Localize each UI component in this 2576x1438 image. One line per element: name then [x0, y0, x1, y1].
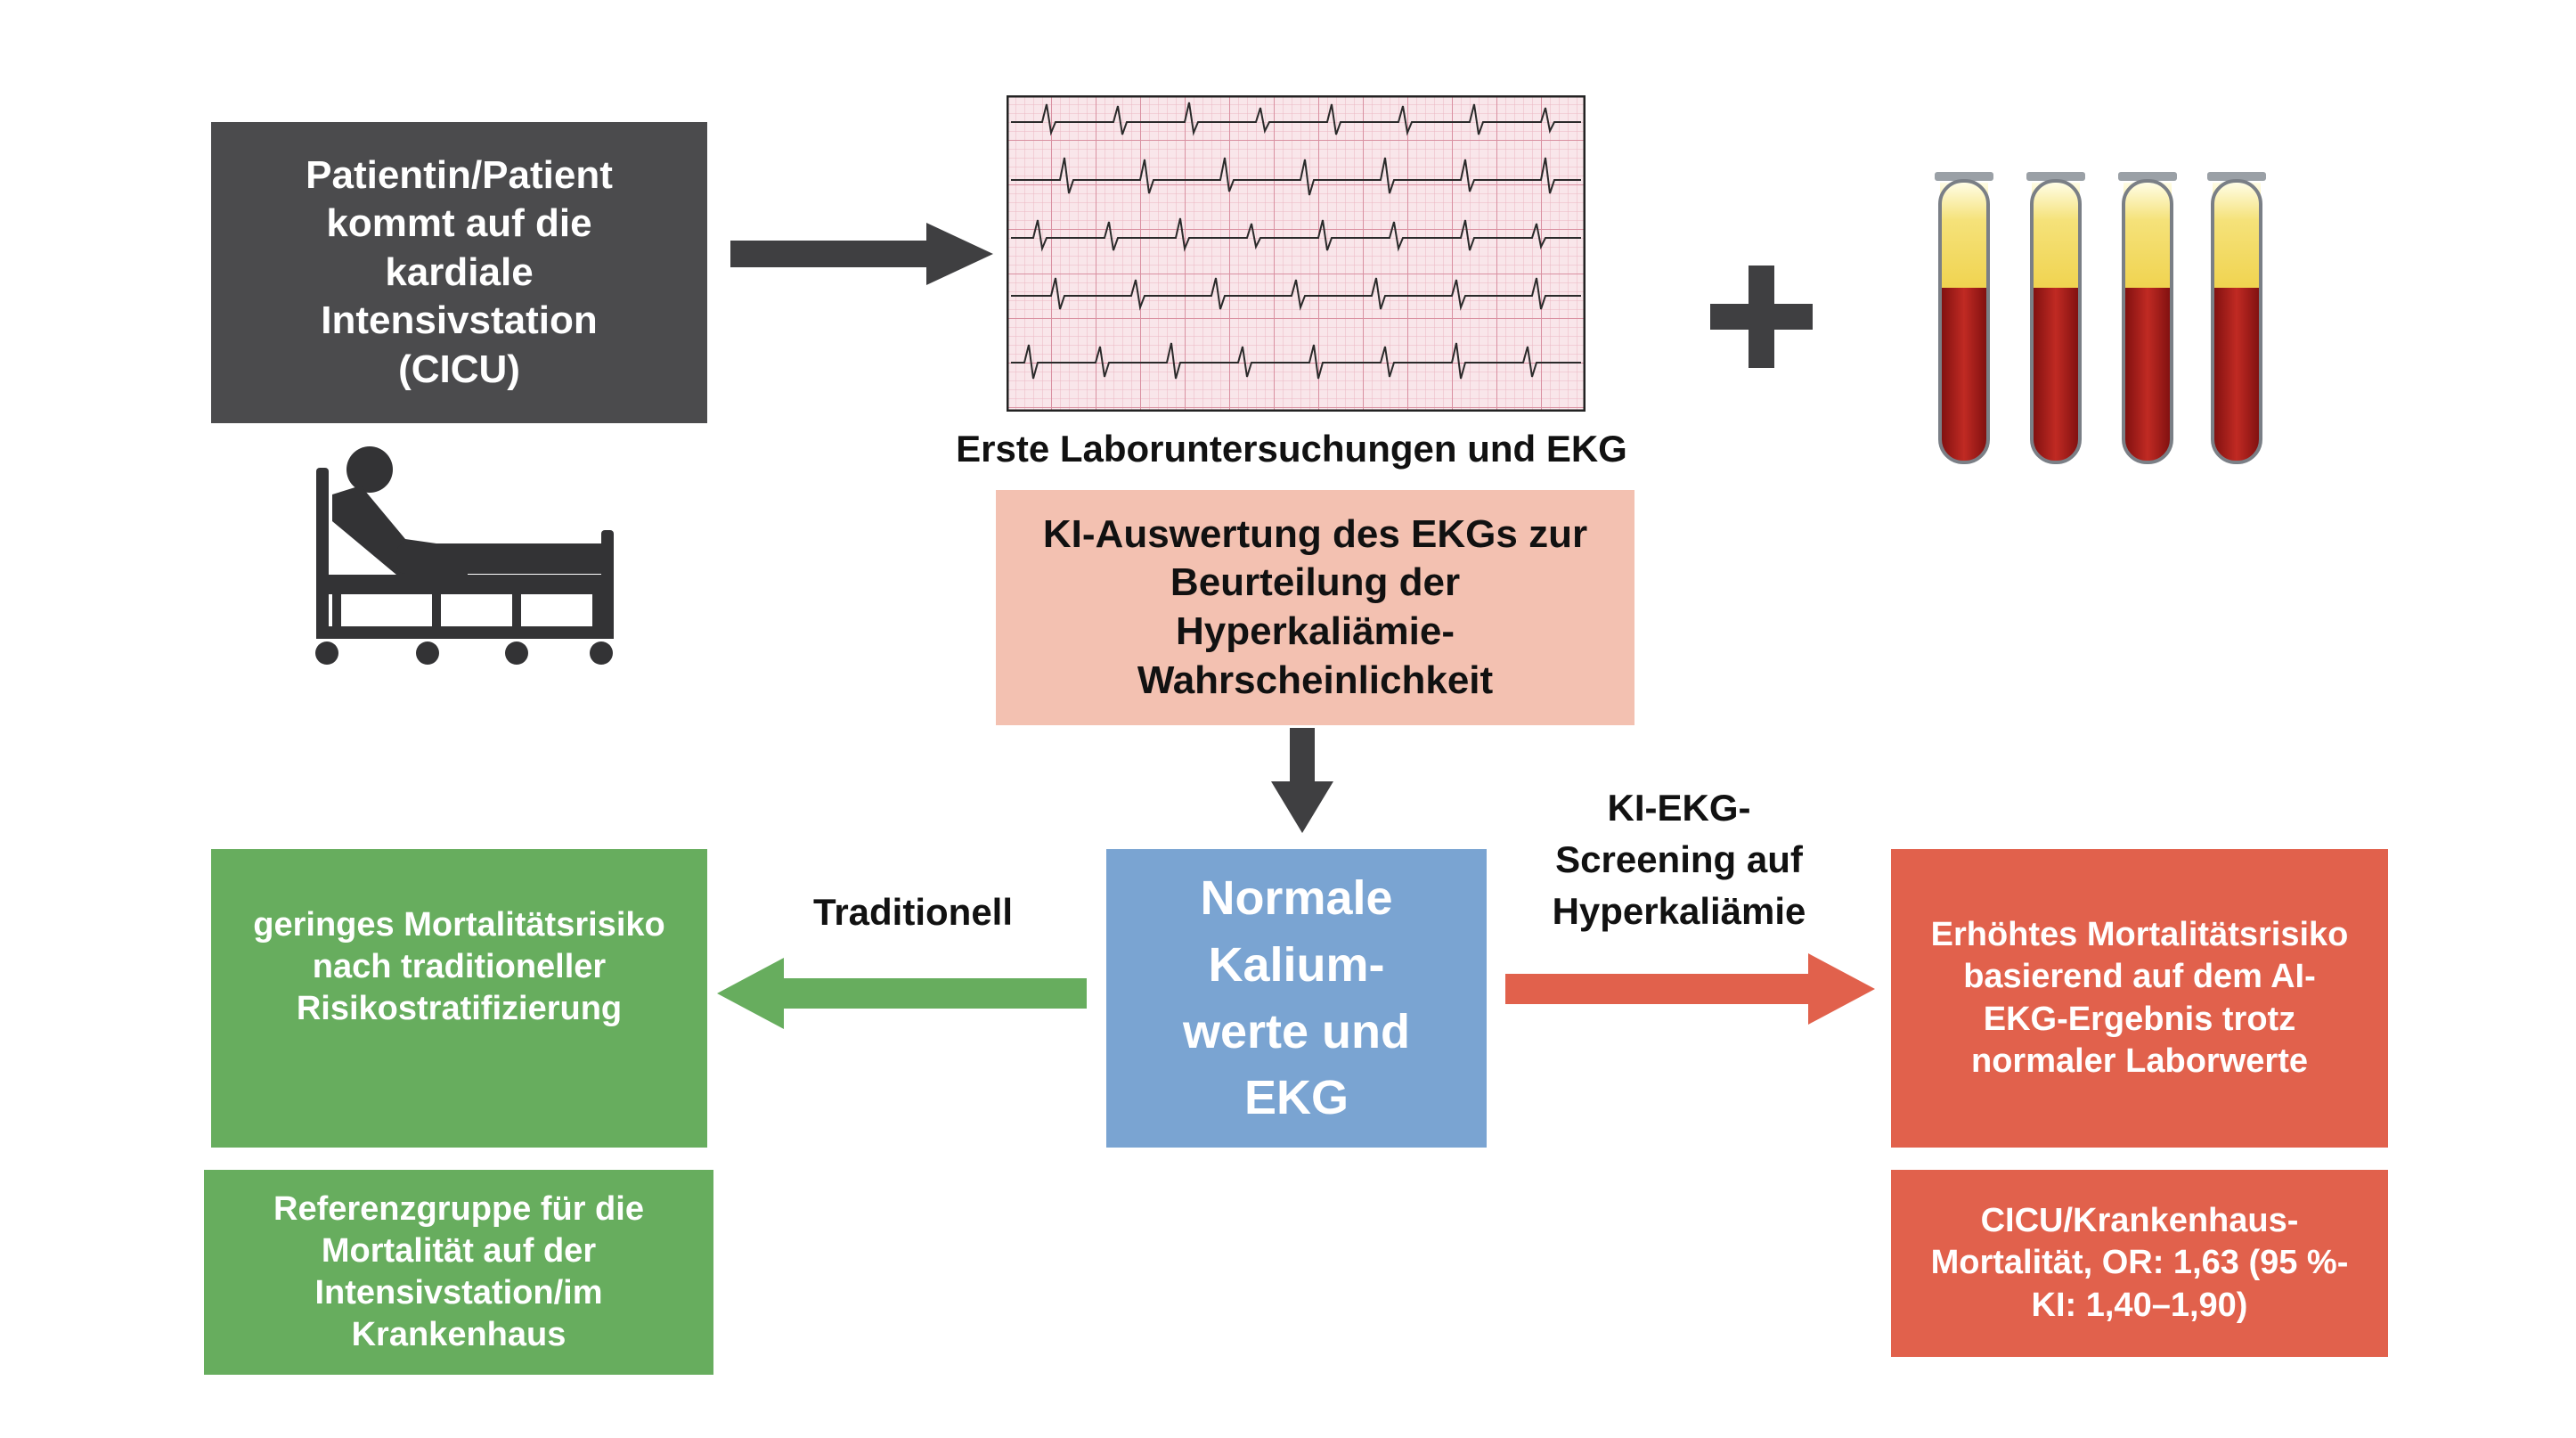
blood-tube-icon: [2207, 172, 2266, 464]
lab-ekg-label: Erste Laboruntersuchungen und EKG: [956, 428, 1627, 470]
normal-values-text: Normale Kalium- werte und EKG: [1182, 871, 1411, 1125]
mortality-box: CICU/Krankenhaus- Mortalität, OR: 1,63 (…: [1891, 1170, 2388, 1357]
hospital-bed-icon: [315, 446, 614, 665]
ai-evaluation-text: KI-Auswertung des EKGs zur Beurteilung d…: [1042, 511, 1588, 702]
arrow-left-green: [717, 958, 1087, 1029]
blood-tubes-group: [1935, 172, 2266, 464]
ecg-strip-icon: [1007, 95, 1586, 412]
blood-tube-icon: [2026, 172, 2085, 464]
traditional-label: Traditionell: [812, 891, 1014, 933]
arrow-down: [1271, 728, 1333, 833]
low-risk-box: geringes Mortalitätsrisiko nach traditio…: [211, 849, 707, 1148]
ai-evaluation-box: KI-Auswertung des EKGs zur Beurteilung d…: [996, 490, 1634, 725]
high-risk-box: Erhöhtes Mortalitätsrisiko basierend auf…: [1891, 849, 2388, 1148]
blood-tube-icon: [1935, 172, 1993, 464]
screening-label: KI-EKG- Screening auf Hyperkaliämie: [1552, 787, 1806, 932]
patient-arrival-box: Patientin/Patient kommt auf die kardiale…: [211, 122, 707, 423]
arrow-right-red: [1505, 953, 1875, 1025]
reference-group-box: Referenzgruppe für die Mortalität auf de…: [204, 1170, 713, 1375]
patient-arrival-text: Patientin/Patient kommt auf die kardiale…: [306, 152, 613, 391]
mortality-text: CICU/Krankenhaus- Mortalität, OR: 1,63 (…: [1930, 1202, 2349, 1324]
high-risk-text: Erhöhtes Mortalitätsrisiko basierend auf…: [1930, 916, 2349, 1080]
blood-tube-icon: [2118, 172, 2177, 464]
normal-values-box: Normale Kalium- werte und EKG: [1106, 849, 1487, 1148]
arrow-to-ecg: [730, 223, 993, 285]
plus-icon: [1710, 266, 1813, 368]
low-risk-text: geringes Mortalitätsrisiko nach traditio…: [253, 906, 665, 1028]
reference-group-text: Referenzgruppe für die Mortalität auf de…: [273, 1189, 644, 1354]
